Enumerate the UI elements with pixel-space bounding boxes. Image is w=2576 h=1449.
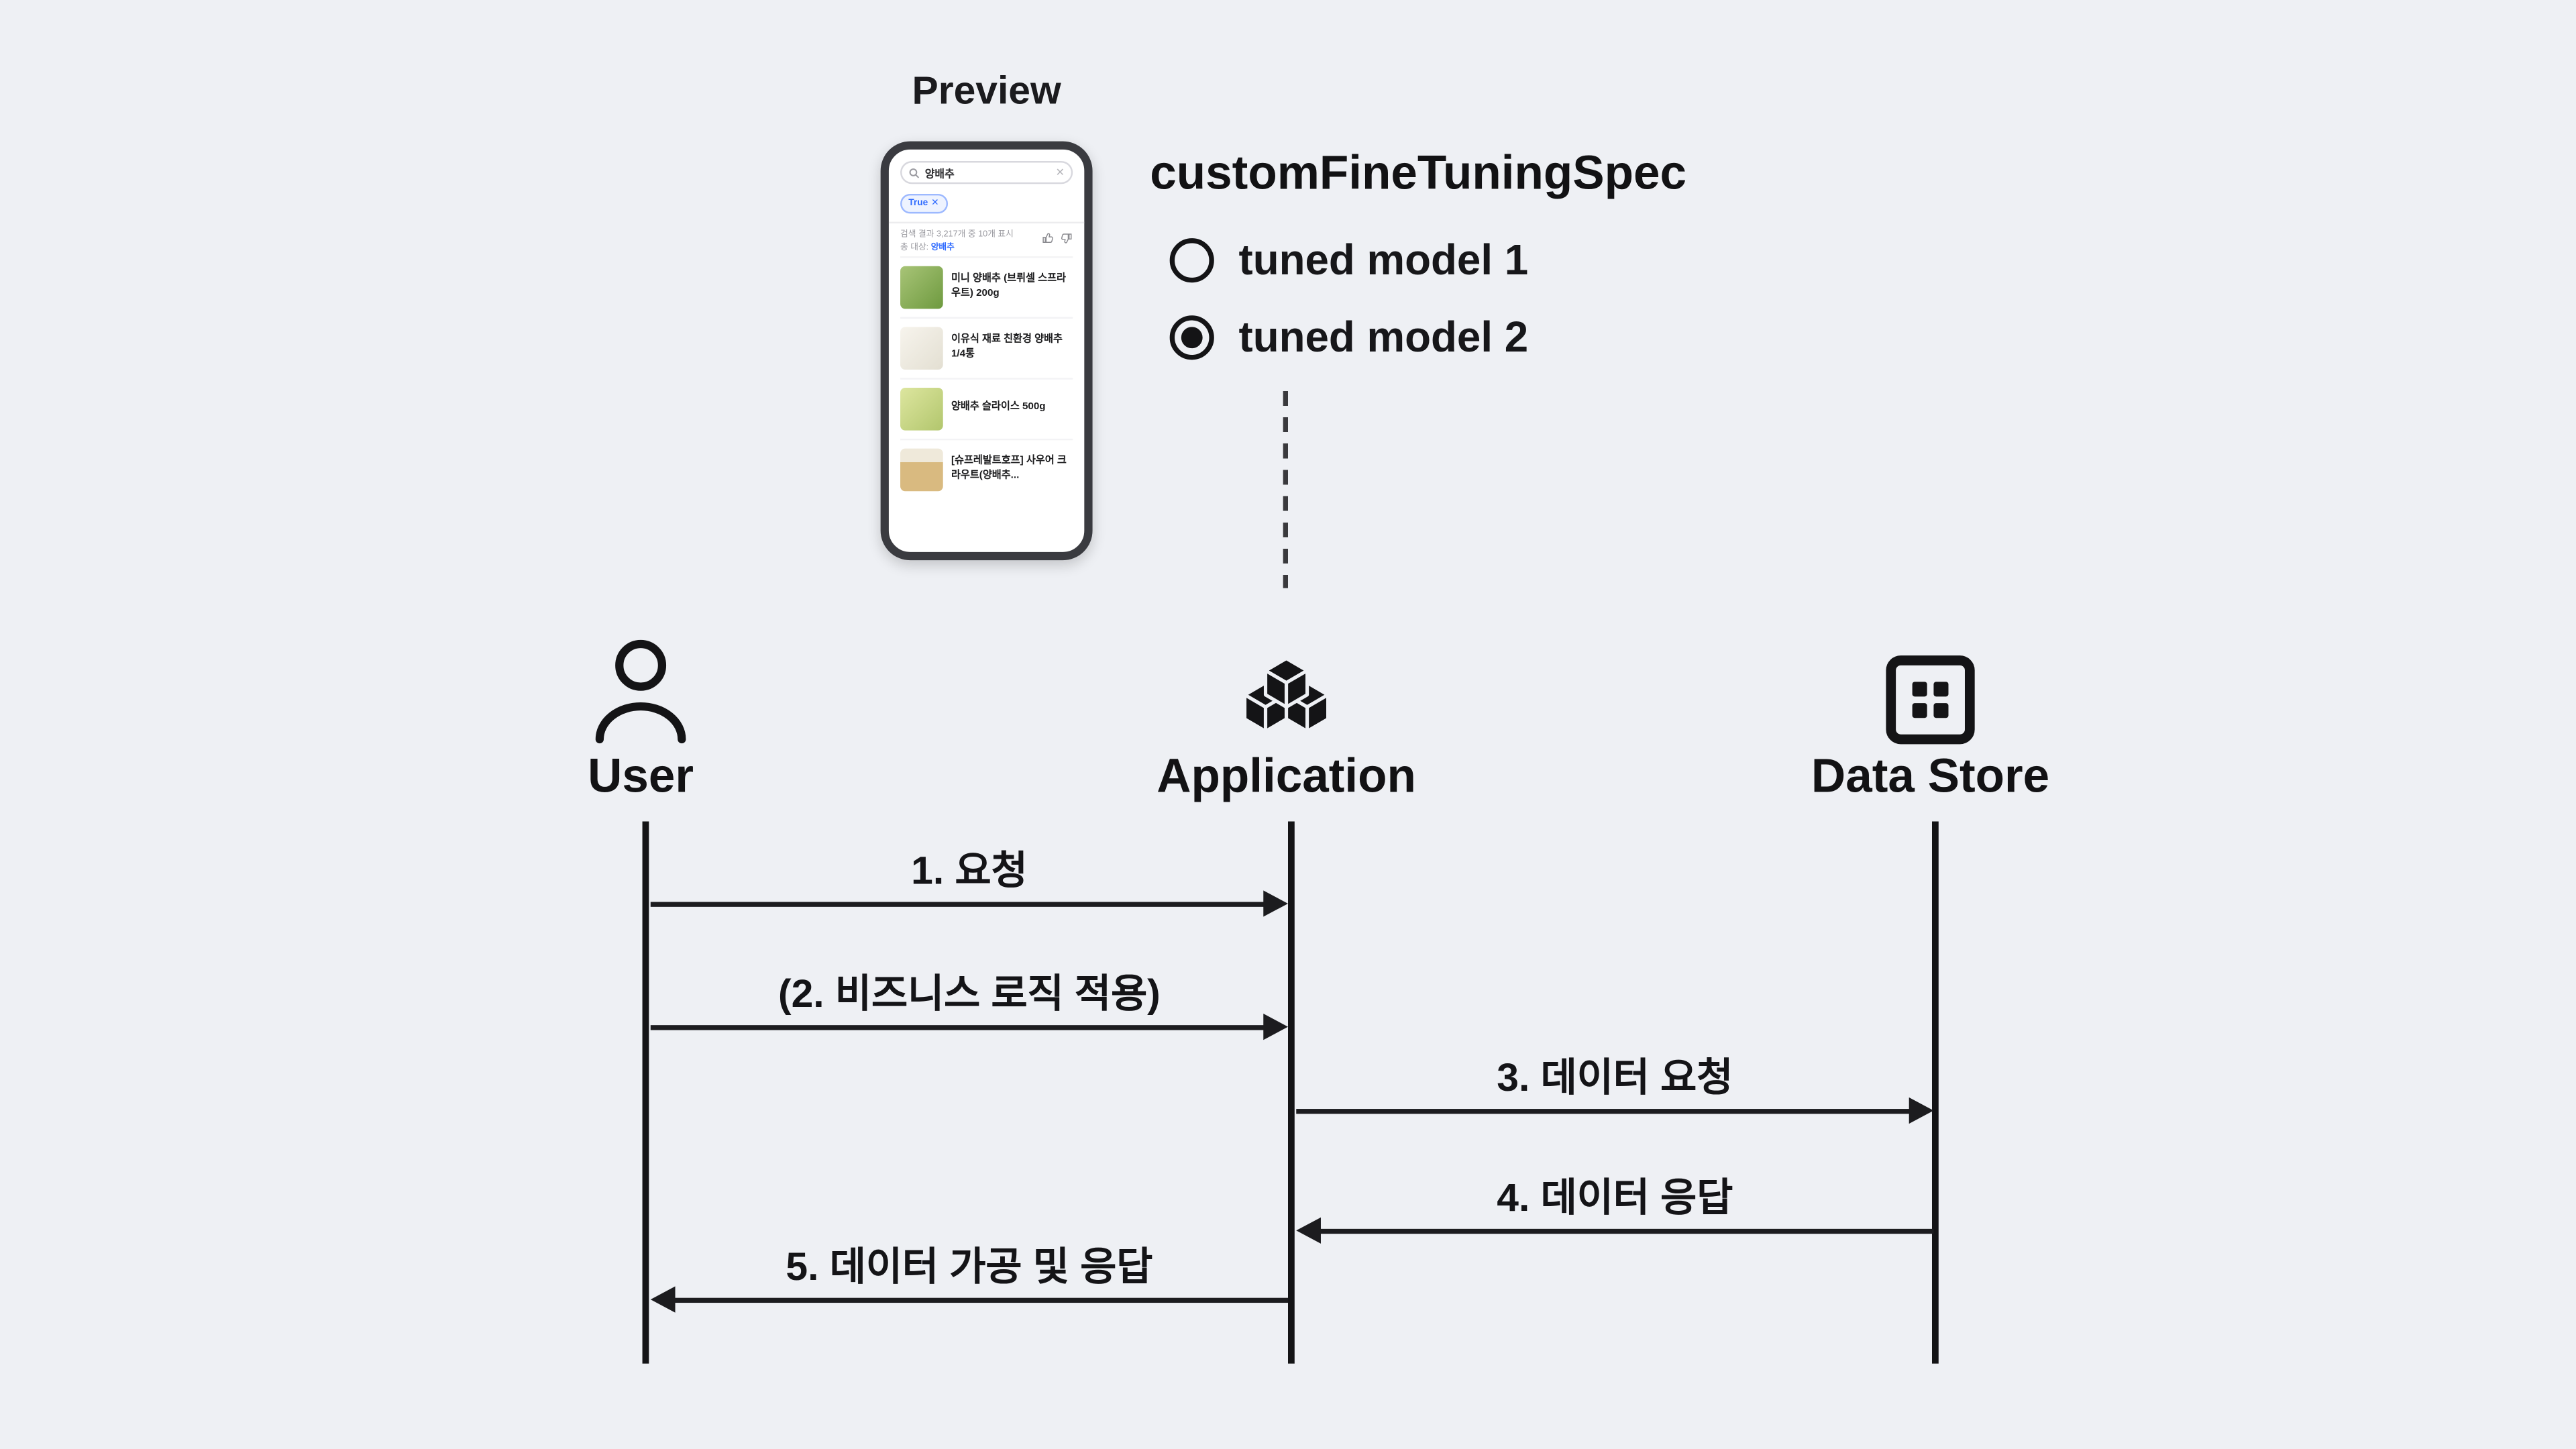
thumb-up-icon [1042, 233, 1053, 243]
arrow-head-icon [1909, 1097, 1934, 1124]
thumb-down-icon [1061, 233, 1072, 244]
chip-close-icon: ✕ [931, 199, 939, 209]
product-thumbnail [900, 326, 943, 370]
product-list-item: [슈프레발트호프] 사우어 크라우트(양배추... [900, 437, 1073, 499]
actor-label: Data Store [1811, 751, 2050, 804]
product-thumbnail [900, 386, 943, 430]
dashed-connector-line [1283, 390, 1289, 588]
message-label: 1. 요청 [911, 849, 1028, 894]
product-list-item: 이유식 재료 친환경 양배추 1/4통 [900, 316, 1073, 378]
actor-label: Application [1157, 751, 1416, 804]
filter-chip: True ✕ [900, 193, 947, 214]
result-target: 총 대상: 양배추 [900, 243, 1014, 256]
radio-unselected-icon[interactable] [1169, 237, 1214, 282]
arrow-head-icon [1296, 1217, 1321, 1244]
search-icon [909, 167, 920, 178]
lifeline-data-store [1932, 821, 1939, 1364]
feedback-icons [1042, 230, 1073, 245]
product-name: 이유식 재료 친환경 양배추 1/4통 [951, 333, 1063, 360]
arrow-shaft [650, 901, 1269, 906]
message-label: (2. 비즈니스 로직 적용) [778, 972, 1161, 1017]
product-thumbnail [900, 447, 943, 491]
result-summary: 검색 결과 3,217개 중 10개 표시 [900, 229, 1014, 240]
message-label: 4. 데이터 응답 [1497, 1176, 1733, 1221]
radio-option-label: tuned model 1 [1238, 233, 1529, 284]
arrow-shaft [1296, 1108, 1915, 1114]
arrow-data-response [1296, 1217, 1934, 1244]
search-query: 양배추 [924, 169, 955, 181]
product-thumbnail [900, 265, 943, 309]
phone-preview: 양배추 ✕ True ✕ 검색 결과 3,217개 중 10개 표시 총 대상:… [880, 141, 1093, 561]
result-meta: 검색 결과 3,217개 중 10개 표시 총 대상: 양배추 [900, 230, 1073, 256]
product-list-item: 미니 양배추 (브뤼셀 스프라우트) 200g [900, 256, 1073, 317]
result-target-value: 양배추 [930, 242, 955, 253]
arrow-request [650, 890, 1289, 917]
arrow-shaft [670, 1297, 1289, 1302]
radio-option-tuned-model-2[interactable]: tuned model 2 [1169, 311, 1529, 363]
radio-option-tuned-model-1[interactable]: tuned model 1 [1169, 233, 1529, 286]
arrow-head-icon [650, 1286, 676, 1313]
arrow-shaft [1316, 1228, 1934, 1233]
datastore-icon [1886, 655, 1975, 745]
arrow-processed-response [650, 1286, 1289, 1313]
spec-title: customFineTuningSpec [1150, 148, 1686, 201]
result-meta-text: 검색 결과 3,217개 중 10개 표시 총 대상: 양배추 [900, 230, 1014, 256]
actor-application: Application [1155, 625, 1418, 802]
arrow-head-icon [1263, 890, 1289, 917]
divider [888, 221, 1085, 224]
radio-selected-icon[interactable] [1169, 314, 1214, 360]
product-name: 양배추 슬라이스 500g [951, 400, 1046, 413]
radio-option-label: tuned model 2 [1238, 311, 1529, 361]
arrow-head-icon [1263, 1014, 1289, 1040]
product-list-item: 양배추 슬라이스 500g [900, 377, 1073, 438]
product-name: [슈프레발트호프] 사우어 크라우트(양배추... [951, 454, 1067, 481]
result-target-label: 총 대상: [900, 242, 929, 253]
actor-label: User [588, 751, 694, 804]
product-name: 미니 양배추 (브뤼셀 스프라우트) 200g [951, 272, 1067, 299]
message-label: 3. 데이터 요청 [1497, 1056, 1733, 1101]
preview-title: Preview [912, 68, 1061, 113]
filter-chip-label: True [908, 199, 928, 209]
clear-search-icon: ✕ [1055, 167, 1065, 179]
person-icon [595, 639, 686, 744]
arrow-shaft [650, 1024, 1269, 1030]
arrow-business-logic [650, 1014, 1289, 1040]
message-label: 5. 데이터 가공 및 응답 [786, 1245, 1153, 1290]
lifeline-user [642, 821, 649, 1364]
search-bar: 양배추 ✕ [900, 161, 1073, 184]
actor-user: User [509, 625, 772, 802]
actor-data-store: Data Store [1782, 625, 2078, 802]
lifeline-application [1288, 821, 1295, 1364]
cubes-icon [1242, 656, 1330, 733]
arrow-data-request [1296, 1097, 1934, 1124]
